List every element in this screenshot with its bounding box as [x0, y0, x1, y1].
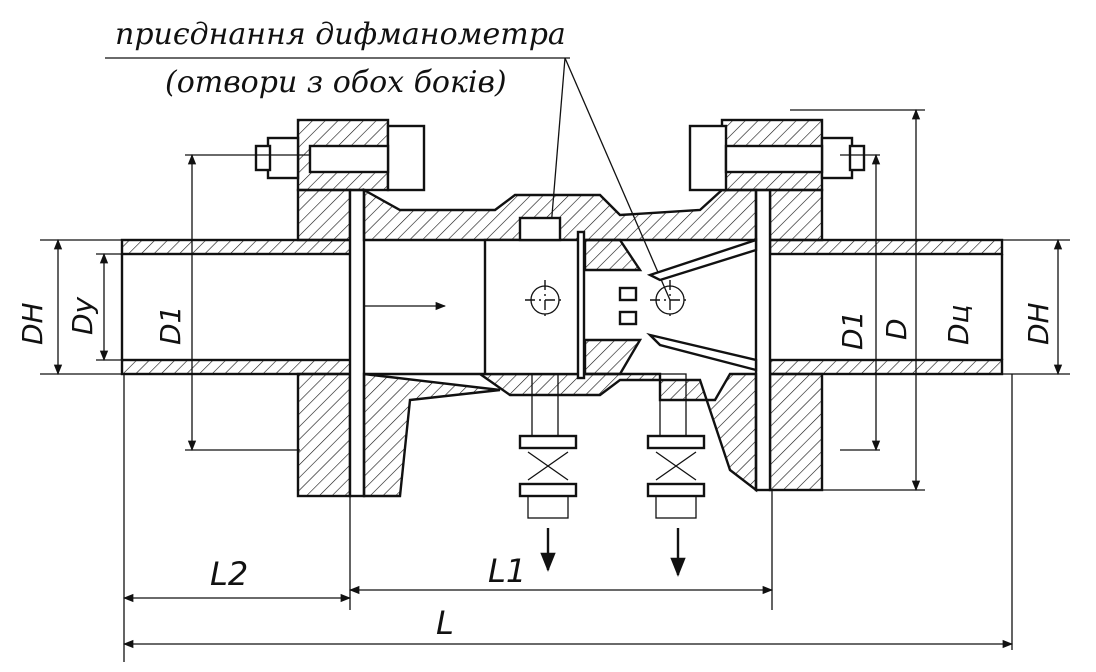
- callout-line-2: (отвори з обох боків): [165, 65, 507, 100]
- valve-left: [518, 373, 578, 572]
- throat-slots: [618, 286, 638, 326]
- label-d1-right: D1: [836, 311, 869, 350]
- label-dn-right: DН: [1022, 302, 1055, 345]
- length-dimensions: [122, 374, 1014, 662]
- left-dimensions: [40, 153, 310, 452]
- meter-body: [362, 187, 758, 498]
- pressure-tap-right: [650, 280, 690, 320]
- outlet-pipe: [768, 238, 1004, 376]
- label-dn-left: DН: [16, 302, 49, 345]
- label-dy-left: Dу: [66, 296, 99, 335]
- left-bolt: [254, 124, 426, 192]
- dimension-labels: DН Dу D1 D1 D Dц DН L2 L1 L: [16, 296, 1055, 642]
- callout-line-1: приєднання дифманометра: [115, 17, 566, 52]
- callout-leader-right: [564, 57, 671, 301]
- label-l2: L2: [210, 555, 248, 593]
- pressure-tap-left: [525, 280, 565, 320]
- label-l1: L1: [488, 552, 526, 590]
- label-dc-right: Dц: [942, 304, 975, 345]
- valve-right: [646, 373, 706, 577]
- callout: приєднання дифманометра (отвори з обох б…: [105, 17, 671, 301]
- right-dimensions: [790, 108, 1070, 492]
- label-l: L: [436, 604, 454, 642]
- label-d-right: D: [880, 318, 913, 340]
- right-bolt: [688, 124, 866, 192]
- label-d1-left: D1: [154, 306, 187, 345]
